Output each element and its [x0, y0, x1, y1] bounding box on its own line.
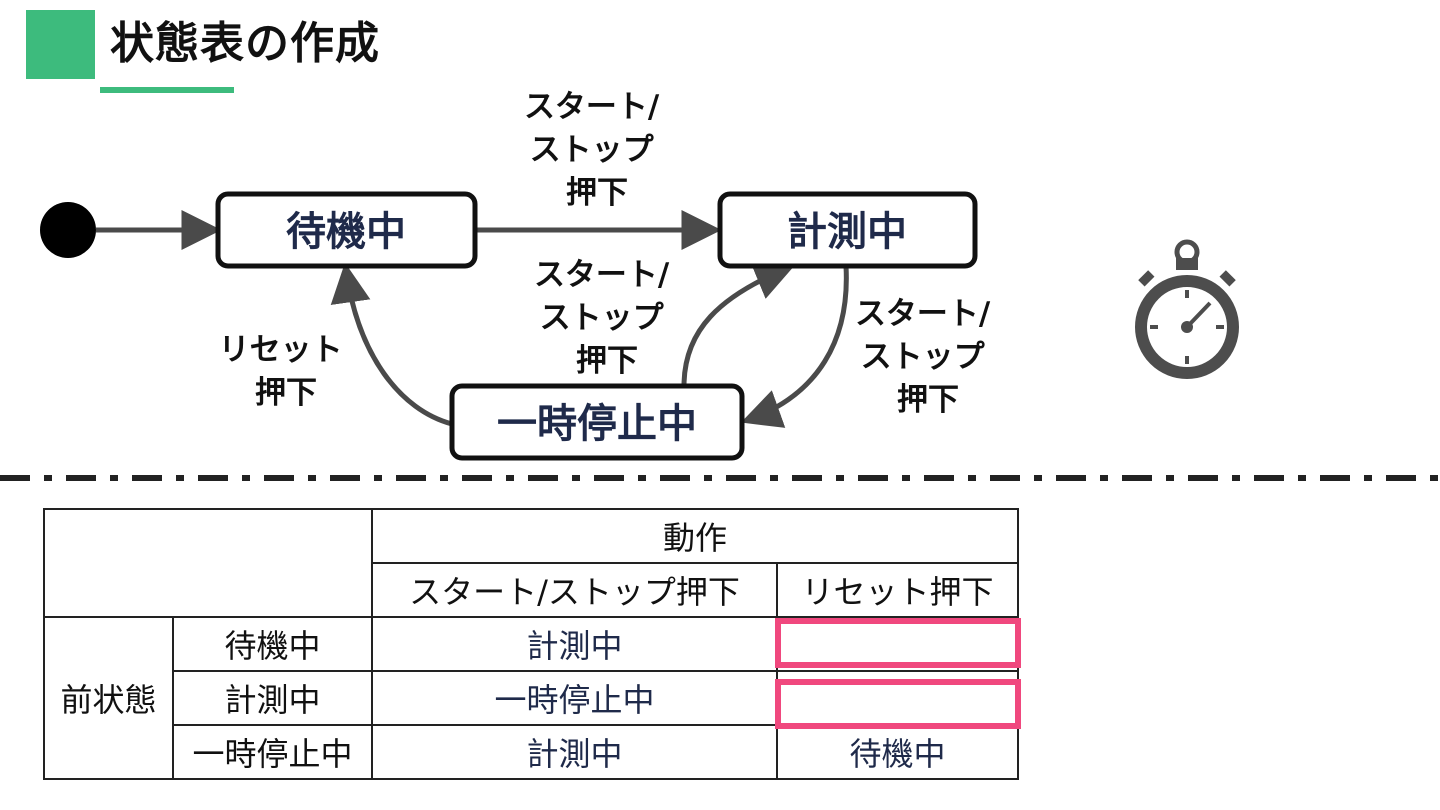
label-line: スタート/ — [534, 257, 670, 293]
label-line: ストップ — [540, 300, 665, 336]
highlight-empty-cell — [775, 679, 1021, 729]
row-state-label: 一時停止中 — [172, 724, 373, 780]
row-state-label: 待機中 — [172, 616, 373, 672]
edge-paused-to-waiting — [330, 262, 453, 427]
label-line: ストップ — [530, 132, 655, 168]
row-state-label: 計測中 — [172, 670, 373, 726]
label-line: リセット — [219, 332, 343, 368]
node-paused-label: 一時停止中 — [497, 401, 697, 447]
label-paused-to-measuring: スタート/ ストップ 押下 — [534, 257, 680, 379]
section-divider — [0, 475, 1440, 481]
label-paused-to-waiting: リセット 押下 — [219, 332, 354, 411]
node-measuring-label: 計測中 — [787, 209, 907, 255]
state-table: 動作 スタート/ストップ押下 リセット押下 前状態 待機中 計測中 計測中 一時… — [43, 508, 1019, 780]
cell-start-stop: 一時停止中 — [371, 670, 778, 726]
col-header-reset: リセット押下 — [776, 562, 1019, 618]
label-line: ストップ — [861, 339, 986, 375]
label-line: スタート/ — [855, 296, 991, 332]
prev-state-header: 前状態 — [43, 616, 174, 780]
edge-paused-to-measuring — [681, 261, 795, 387]
col-header-start-stop: スタート/ストップ押下 — [371, 562, 778, 618]
title-accent-square — [26, 10, 95, 79]
label-waiting-to-measuring: スタート/ ストップ 押下 — [524, 89, 670, 211]
page-title: 状態表の作成 — [110, 18, 380, 69]
stopwatch-icon — [1135, 239, 1239, 379]
cell-start-stop: 計測中 — [371, 616, 778, 672]
node-waiting-label: 待機中 — [286, 209, 406, 255]
label-line: 押下 — [897, 382, 959, 418]
cell-start-stop: 計測中 — [371, 724, 778, 780]
title-underline — [100, 87, 234, 93]
edge-measuring-to-paused — [740, 265, 849, 428]
highlight-empty-cell — [775, 618, 1021, 668]
state-diagram: 待機中 計測中 一時停止中 スタート/ ストップ 押下 スタート/ ストップ 押… — [40, 89, 1239, 461]
action-header: 動作 — [371, 508, 1019, 564]
initial-state-dot — [40, 202, 96, 258]
table-corner-cell — [43, 508, 373, 618]
node-waiting — [215, 191, 478, 269]
label-line: 押下 — [255, 375, 317, 411]
node-measuring — [717, 191, 978, 269]
label-line: 押下 — [566, 175, 628, 211]
cell-reset: 待機中 — [776, 724, 1019, 780]
label-measuring-to-paused: スタート/ ストップ 押下 — [855, 296, 1001, 418]
label-line: 押下 — [576, 343, 638, 379]
node-paused — [449, 383, 745, 461]
label-line: スタート/ — [524, 89, 660, 125]
